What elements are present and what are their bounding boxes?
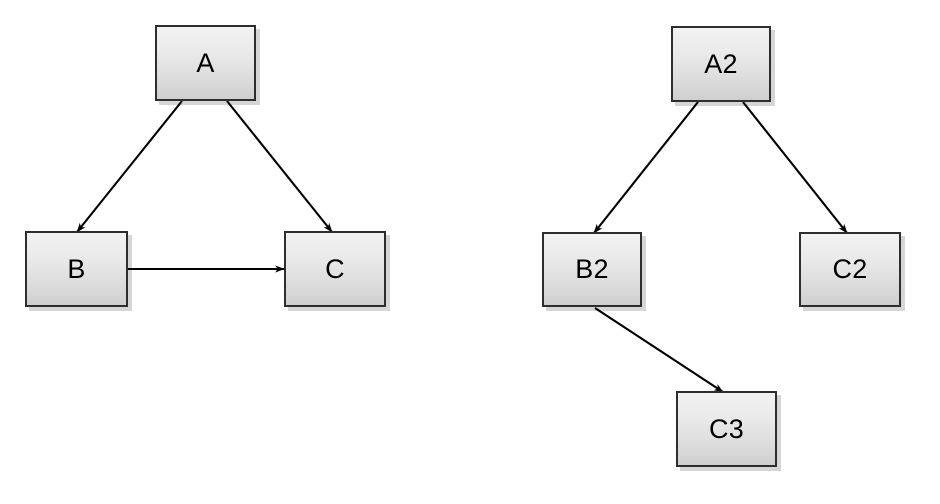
node-label-c: C <box>325 253 345 284</box>
edge-a2-to-b2[interactable] <box>593 101 699 234</box>
node-c2[interactable]: C2 <box>799 232 901 307</box>
node-label-a: A <box>196 47 215 78</box>
node-b2[interactable]: B2 <box>542 232 642 307</box>
edge-a2-to-c2[interactable] <box>742 101 848 234</box>
node-c3[interactable]: C3 <box>676 391 777 467</box>
node-a[interactable]: A <box>155 25 256 101</box>
edges-group <box>76 100 848 393</box>
edge-a-to-b[interactable] <box>76 100 183 233</box>
node-label-b2: B2 <box>575 254 609 284</box>
node-label-a2: A2 <box>704 48 738 79</box>
edge-a-to-c[interactable] <box>226 100 333 233</box>
node-label-c3: C3 <box>709 413 744 444</box>
node-c[interactable]: C <box>284 231 386 307</box>
edge-b2-to-c3[interactable] <box>594 307 724 393</box>
node-label-c2: C2 <box>832 254 868 284</box>
node-label-b: B <box>67 253 86 284</box>
node-a2[interactable]: A2 <box>671 26 771 102</box>
node-b[interactable]: B <box>25 231 128 307</box>
